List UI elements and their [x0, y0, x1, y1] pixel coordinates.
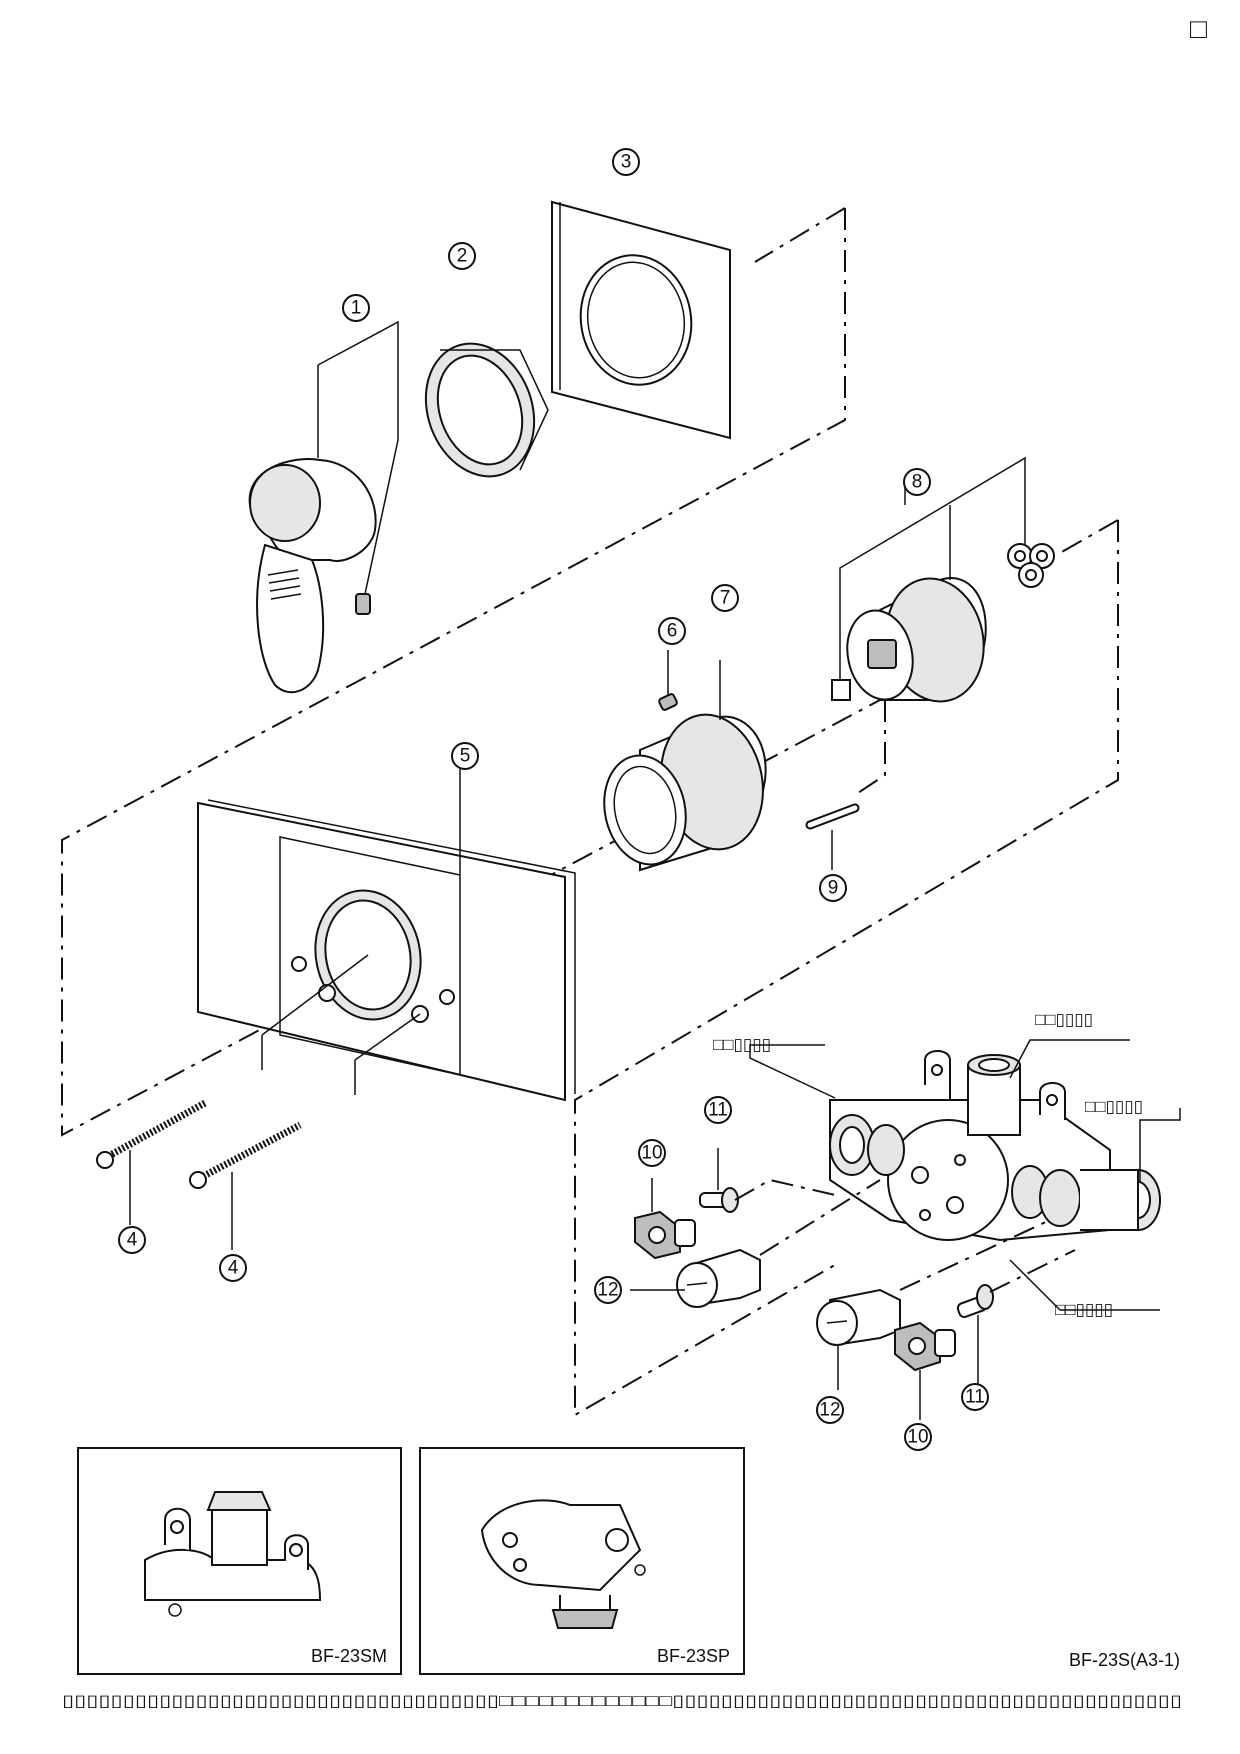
callout-2: 2	[448, 242, 476, 270]
strainer-left	[630, 1248, 761, 1308]
valve-body	[829, 1050, 1161, 1242]
grip-lines-icon	[267, 569, 302, 600]
check-plug-right	[956, 1284, 994, 1390]
pin	[805, 700, 886, 870]
screw-right	[189, 1060, 356, 1250]
ring-nut	[424, 342, 549, 478]
callout-10-left: 10	[638, 1139, 666, 1167]
callout-11-left: 11	[704, 1096, 732, 1124]
inset-bf-23sm: BF-23SM	[77, 1447, 402, 1675]
inset-label-bf-23sp: BF-23SP	[657, 1646, 730, 1666]
assembly-boundary-lower	[574, 519, 1119, 1417]
set-screw-small	[658, 650, 678, 711]
strainer-right	[816, 1288, 901, 1390]
check-plug-left	[699, 1148, 739, 1213]
cartridge	[831, 456, 1055, 703]
callout-6: 6	[658, 617, 686, 645]
svg-text:1: 1	[351, 298, 362, 319]
svg-text:11: 11	[965, 1387, 985, 1408]
svg-text:8: 8	[912, 472, 923, 493]
svg-text:10: 10	[907, 1427, 928, 1448]
screw-left	[96, 1035, 263, 1225]
callout-3: 3	[612, 148, 640, 176]
svg-text:7: 7	[720, 588, 731, 609]
callout-4-right: 4	[219, 1254, 247, 1282]
seal-clover-icon	[1007, 543, 1055, 588]
svg-text:11: 11	[708, 1100, 728, 1121]
lever-handle	[248, 320, 399, 694]
footer-text: ▯▯▯▯▯▯▯▯▯▯▯▯▯▯▯▯▯▯▯▯▯▯▯▯▯▯▯▯▯▯▯▯▯▯▯▯□□□□…	[62, 1693, 1182, 1710]
callout-5: 5	[451, 742, 479, 770]
port-pointers	[749, 1039, 1181, 1311]
svg-text:4: 4	[127, 1230, 138, 1251]
connect-lines-right	[899, 1219, 1076, 1293]
connect-lines-left	[734, 1178, 881, 1256]
port-label-top: □□▯▯▯▯	[1035, 1010, 1093, 1029]
callout-12-right: 12	[816, 1396, 844, 1424]
svg-text:12: 12	[597, 1280, 618, 1301]
svg-text:12: 12	[819, 1400, 840, 1421]
assembly-boundary-upper	[61, 207, 881, 1137]
callout-12-left: 12	[594, 1276, 622, 1304]
svg-text:6: 6	[667, 621, 678, 642]
svg-text:5: 5	[460, 746, 471, 767]
plug-nut-right	[894, 1321, 956, 1420]
inset-label-bf-23sm: BF-23SM	[311, 1646, 387, 1666]
callout-11-right: 11	[961, 1383, 989, 1411]
callout-7: 7	[711, 584, 739, 612]
port-label-right: □□▯▯▯▯	[1085, 1097, 1143, 1116]
callout-1: 1	[342, 294, 370, 322]
callout-9: 9	[819, 874, 847, 902]
inset-bf-23sp: BF-23SP	[419, 1447, 745, 1675]
cover-plate-square	[551, 200, 731, 440]
callout-4-left: 4	[118, 1226, 146, 1254]
svg-text:2: 2	[457, 246, 468, 267]
plug-nut-left	[634, 1178, 696, 1260]
sleeve	[603, 660, 767, 872]
port-label-left: □□▯▯▯▯	[713, 1035, 771, 1054]
corner-mark: □	[1190, 13, 1207, 44]
svg-text:4: 4	[228, 1258, 239, 1279]
callout-8: 8	[903, 468, 931, 496]
svg-text:10: 10	[641, 1143, 662, 1164]
svg-text:3: 3	[621, 152, 632, 173]
port-label-bottom: □□▯▯▯▯	[1055, 1300, 1113, 1319]
escutcheon-plate	[197, 760, 576, 1102]
callout-10-right: 10	[904, 1423, 932, 1451]
model-code: BF-23S(A3-1)	[1069, 1650, 1180, 1670]
svg-text:9: 9	[828, 878, 839, 899]
